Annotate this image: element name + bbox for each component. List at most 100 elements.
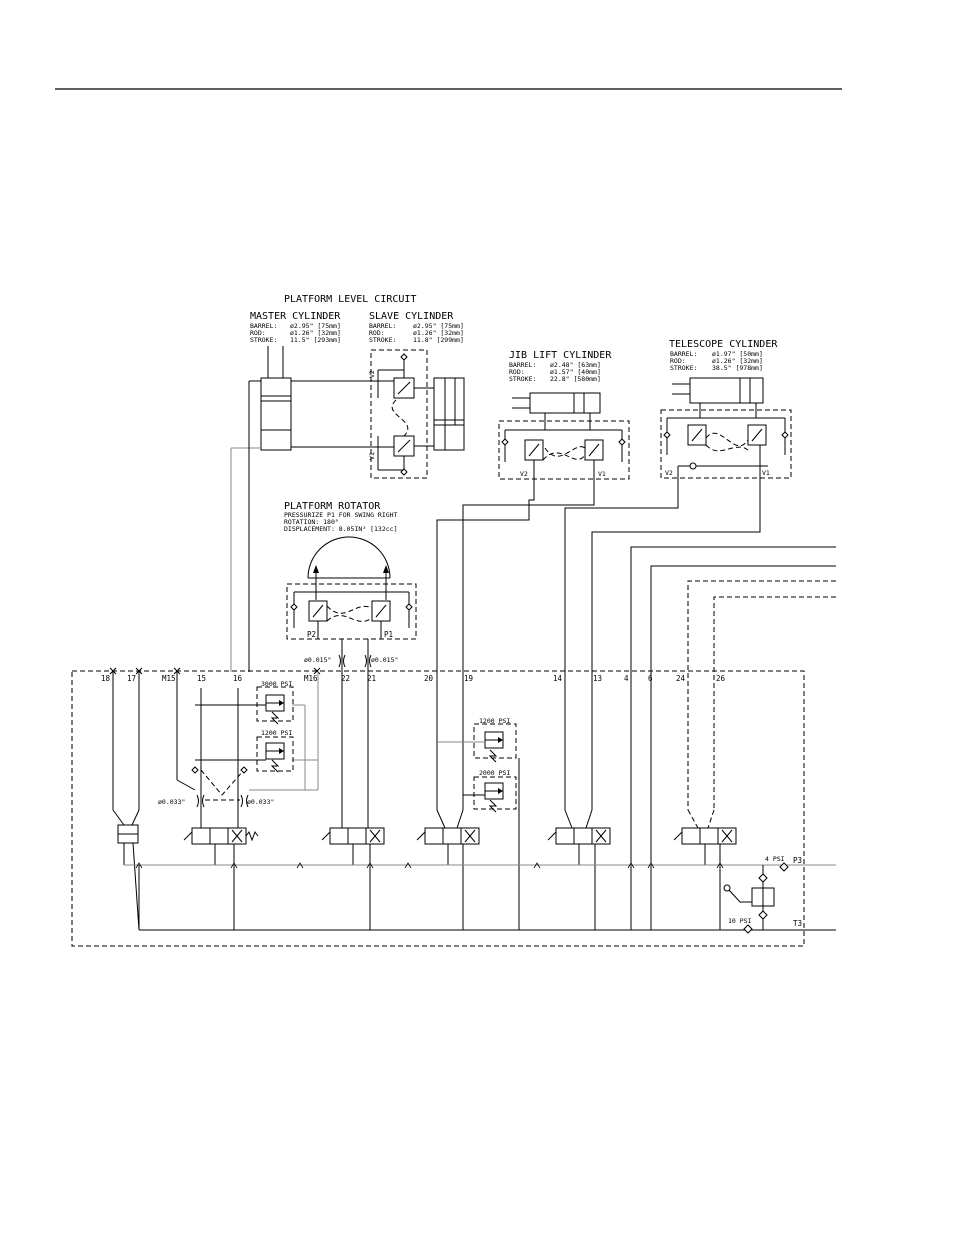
relief-valve-1200-right: 1200 PSI [437, 717, 517, 763]
master-stroke-value: 11.5" [293mm] [290, 336, 341, 344]
relief-valve-3000: 3000 PSI [256, 680, 294, 725]
spool-valve-rotator [321, 827, 385, 930]
port-4: 4 [624, 674, 629, 683]
relief-valve-1200-left: 1200 PSI [256, 729, 294, 773]
relief-valve-2000: 2000 PSI [463, 758, 520, 930]
port-21: 21 [367, 674, 376, 683]
port-13: 13 [593, 674, 602, 683]
orifice-015-right: ø0.015" [371, 656, 398, 664]
telescope-barrel-label: BARREL: [670, 350, 697, 358]
port-14: 14 [553, 674, 563, 683]
slave-stroke-label: STROKE: [369, 336, 396, 344]
orifice-015-left: ø0.015" [304, 656, 331, 664]
slave-counterbalance-valve-v2 [377, 353, 415, 399]
port-18: 18 [101, 674, 111, 683]
port-24: 24 [676, 674, 686, 683]
check-valve-10psi: 10 PSI T3 [728, 917, 802, 934]
rotator-valve-manifold [286, 583, 417, 640]
master-stroke-label: STROKE: [250, 336, 277, 344]
telescope-stroke-value: 38.5" [978mm] [712, 364, 763, 372]
orifice-033-right: ø0.033" [247, 798, 274, 806]
main-control-manifold [71, 670, 805, 947]
port-26: 26 [716, 674, 726, 683]
platform-rotator: PLATFORM ROTATOR PRESSURIZE P1 FOR SWING… [284, 501, 417, 810]
spool-valve-jib [416, 827, 480, 930]
spool-valve-telescope [547, 827, 611, 930]
rotator-line2: ROTATION: 180° [284, 518, 339, 526]
port-19: 19 [464, 674, 473, 683]
jib-port-v1: V1 [598, 470, 606, 478]
rotator-port-p2: P2 [307, 630, 316, 639]
master-rod-value: ø1.26" [32mm] [290, 329, 341, 337]
telescope-port-v2: V2 [665, 469, 673, 477]
rotator-title: PLATFORM ROTATOR [284, 501, 381, 512]
jib-barrel-value: ø2.48" [63mm] [550, 361, 601, 369]
line-tick-markers [135, 862, 724, 869]
relief-1200-right-label: 1200 PSI [479, 717, 510, 725]
telescope-stroke-label: STROKE: [670, 364, 697, 372]
slave-valve-manifold [370, 349, 428, 479]
routing-lines [112, 478, 836, 930]
port-16: 16 [233, 674, 243, 683]
slave-cylinder-title: SLAVE CYLINDER [369, 311, 454, 322]
jib-valve-manifold [498, 420, 630, 480]
telescope-valve-manifold [660, 409, 792, 479]
slave-barrel-value: ø2.95" [75mm] [413, 322, 464, 330]
jib-barrel-label: BARREL: [509, 361, 536, 369]
relief-1200-left-label: 1200 PSI [261, 729, 292, 737]
slave-port-v2: V2 [368, 370, 376, 378]
port-20: 20 [424, 674, 434, 683]
jib-rod-label: ROD: [509, 368, 525, 376]
slave-stroke-value: 11.8" [299mm] [413, 336, 464, 344]
slave-counterbalance-valve-v1 [377, 435, 415, 476]
master-barrel-label: BARREL: [250, 322, 277, 330]
jib-lift-circuit: JIB LIFT CYLINDER BARREL: ø2.48" [63mm] … [498, 350, 630, 480]
telescope-barrel-value: ø1.97" [50mm] [712, 350, 763, 358]
check-4psi-label: 4 PSI [765, 855, 785, 863]
port-labels: 18 17 M15 15 16 M16 22 21 20 19 14 13 4 … [101, 674, 726, 683]
jib-stroke-label: STROKE: [509, 375, 536, 383]
slave-rod-value: ø1.26" [32mm] [413, 329, 464, 337]
jib-title: JIB LIFT CYLINDER [509, 350, 612, 361]
port-m16: M16 [304, 674, 318, 683]
check-valve-4psi: 4 PSI P3 [765, 855, 802, 872]
rotator-port-p1: P1 [384, 630, 393, 639]
port-m15: M15 [162, 674, 176, 683]
check-10psi-label: 10 PSI [728, 917, 752, 925]
master-cylinder [248, 346, 292, 451]
spool-valve-platform-level [183, 827, 259, 930]
platform-level-circuit: PLATFORM LEVEL CIRCUIT MASTER CYLINDER B… [230, 294, 465, 672]
pressure-and-tank-lines [124, 864, 836, 931]
slave-port-v1: V1 [368, 452, 376, 460]
jib-counterbalance-valves [501, 429, 626, 479]
slave-cylinder [433, 377, 465, 451]
relief-3000-label: 3000 PSI [261, 680, 292, 688]
master-barrel-value: ø2.95" [75mm] [290, 322, 341, 330]
rotator-line1: PRESSURIZE P1 FOR SWING RIGHT [284, 511, 398, 519]
port-22: 22 [341, 674, 350, 683]
telescope-circuit: TELESCOPE CYLINDER BARREL: ø1.97" [50mm]… [660, 339, 792, 479]
telescope-title: TELESCOPE CYLINDER [669, 339, 778, 350]
slave-barrel-label: BARREL: [369, 322, 396, 330]
telescope-counterbalance-valves [663, 417, 789, 478]
telescope-rod-label: ROD: [670, 357, 686, 365]
port-17: 17 [127, 674, 136, 683]
spool-valves [117, 824, 737, 931]
spool-valve-aux [673, 827, 737, 930]
slave-rod-label: ROD: [369, 329, 385, 337]
orifice-033-left: ø0.033" [158, 798, 185, 806]
telescope-port-v1: V1 [762, 469, 770, 477]
return-filter [723, 865, 775, 930]
platform-level-title: PLATFORM LEVEL CIRCUIT [284, 294, 416, 305]
jib-port-v2: V2 [520, 470, 528, 478]
relief-2000-label: 2000 PSI [479, 769, 510, 777]
jib-stroke-value: 22.8" [580mm] [550, 375, 601, 383]
port-15: 15 [197, 674, 206, 683]
telescope-cylinder [672, 377, 764, 418]
pressure-p3-label: P3 [793, 856, 802, 865]
jib-rod-value: ø1.57" [40mm] [550, 368, 601, 376]
master-cylinder-title: MASTER CYLINDER [250, 311, 341, 322]
jib-cylinder [512, 392, 601, 430]
rotator-line3: DISPLACEMENT: 8.05IN³ [132cc] [284, 525, 398, 533]
